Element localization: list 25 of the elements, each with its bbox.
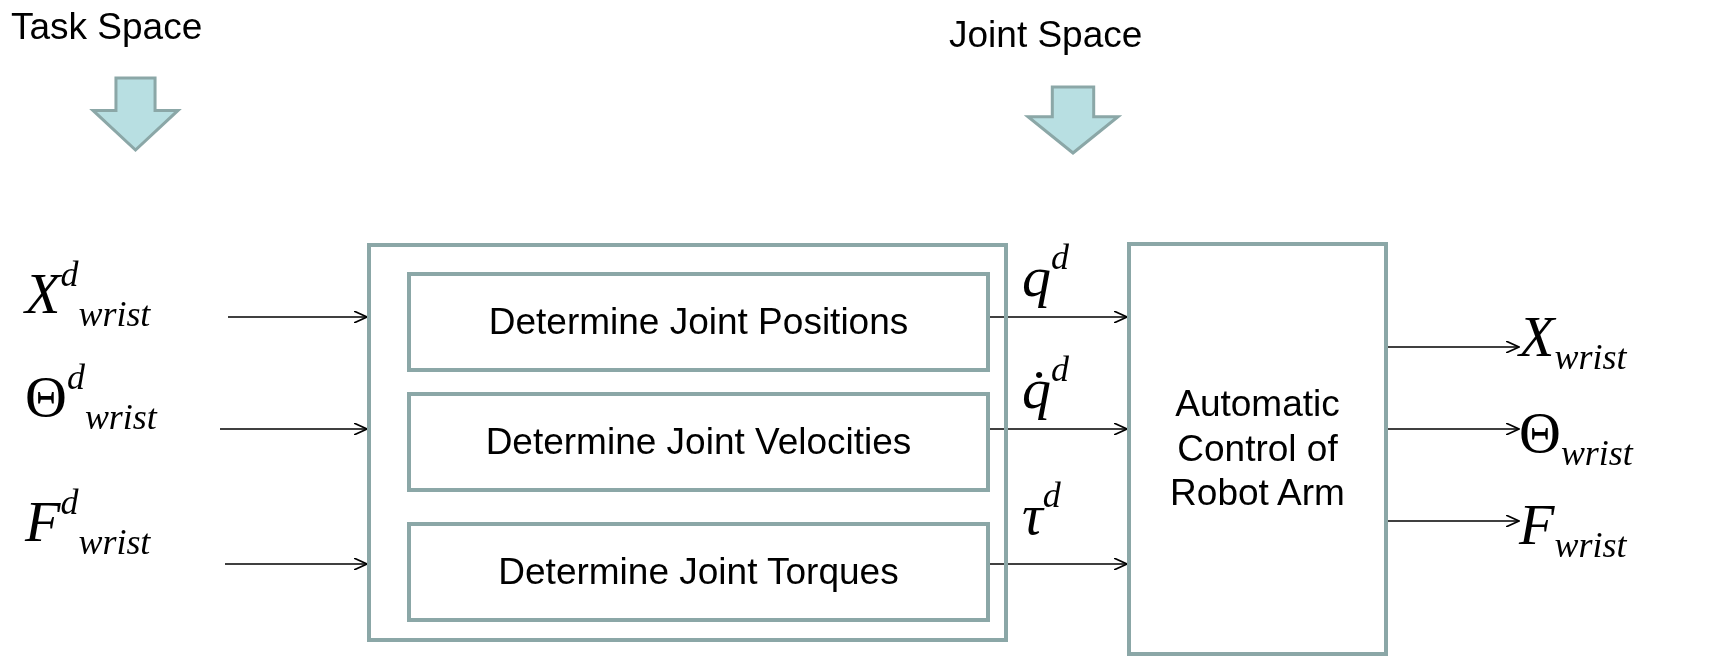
arrow <box>224 557 368 571</box>
arrow <box>989 557 1128 571</box>
arrow <box>219 422 368 436</box>
arrow <box>989 422 1128 436</box>
arrow <box>1387 340 1520 354</box>
process-box <box>407 392 990 492</box>
math-symbol: F$_{wrist}$ <box>1519 490 1627 566</box>
arrow <box>227 310 368 324</box>
edge-label: q̇$^{d}$ <box>1022 352 1069 418</box>
math-symbol: X$_{wrist}$ <box>1519 302 1627 378</box>
process-box <box>407 522 990 622</box>
group-box <box>367 243 1008 642</box>
box-label: Determine Joint Velocities <box>485 419 912 464</box>
arrow <box>989 310 1128 324</box>
math-symbol: Θ$_{wrist}$ <box>1519 398 1633 474</box>
edge-label: q$^{d}$ <box>1022 240 1069 306</box>
arrow <box>1387 422 1520 436</box>
process-box <box>1127 242 1388 656</box>
arrow <box>1387 514 1520 528</box>
section-label: Joint Space <box>949 16 1143 53</box>
box-label: Determine Joint Torques <box>498 549 899 594</box>
box-label: Determine Joint Positions <box>488 299 909 344</box>
section-label: Task Space <box>11 8 203 45</box>
box-label: Automatic Control of Robot Arm <box>1169 382 1346 516</box>
process-box <box>407 272 990 372</box>
